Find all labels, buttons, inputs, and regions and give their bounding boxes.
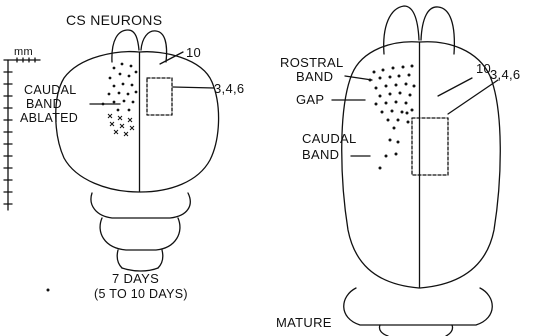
right-brain-outline (342, 6, 501, 336)
right-age-label: MATURE (276, 316, 332, 329)
right-area-346-region (412, 118, 448, 175)
right-area-10-leader (438, 78, 472, 96)
ablated-marks (108, 114, 134, 136)
rostral-band-leader (345, 76, 372, 80)
left-brain-outline (56, 30, 219, 271)
figure-title: CS NEURONS (66, 14, 162, 27)
left-area-10-label: 10 (186, 46, 201, 59)
scale-label: mm (14, 46, 33, 59)
right-neuron-dots (47, 65, 416, 292)
left-area-10-leader (160, 52, 183, 64)
rostral-band-label: BAND (296, 70, 333, 83)
right-area-10-label: 10 (476, 62, 491, 75)
right-area-346-leader (448, 80, 498, 114)
gap-label: GAP (296, 93, 324, 106)
right-area-346-label: 3,4,6 (490, 68, 520, 81)
scale-bar (4, 58, 40, 210)
right-band-label: BAND (302, 148, 339, 161)
left-area-346-region (147, 78, 172, 115)
left-area-346-leader (173, 87, 214, 88)
left-caudal-label: CAUDAL (24, 84, 77, 97)
left-ablated-label: ABLATED (20, 112, 78, 125)
rostral-label: ROSTRAL (280, 56, 344, 69)
left-band-label: BAND (26, 98, 62, 111)
left-area-346-label: 3,4,6 (214, 82, 244, 95)
right-caudal-label: CAUDAL (302, 132, 357, 145)
left-age-range-label: (5 TO 10 DAYS) (94, 288, 188, 301)
left-age-label: 7 DAYS (112, 272, 159, 285)
